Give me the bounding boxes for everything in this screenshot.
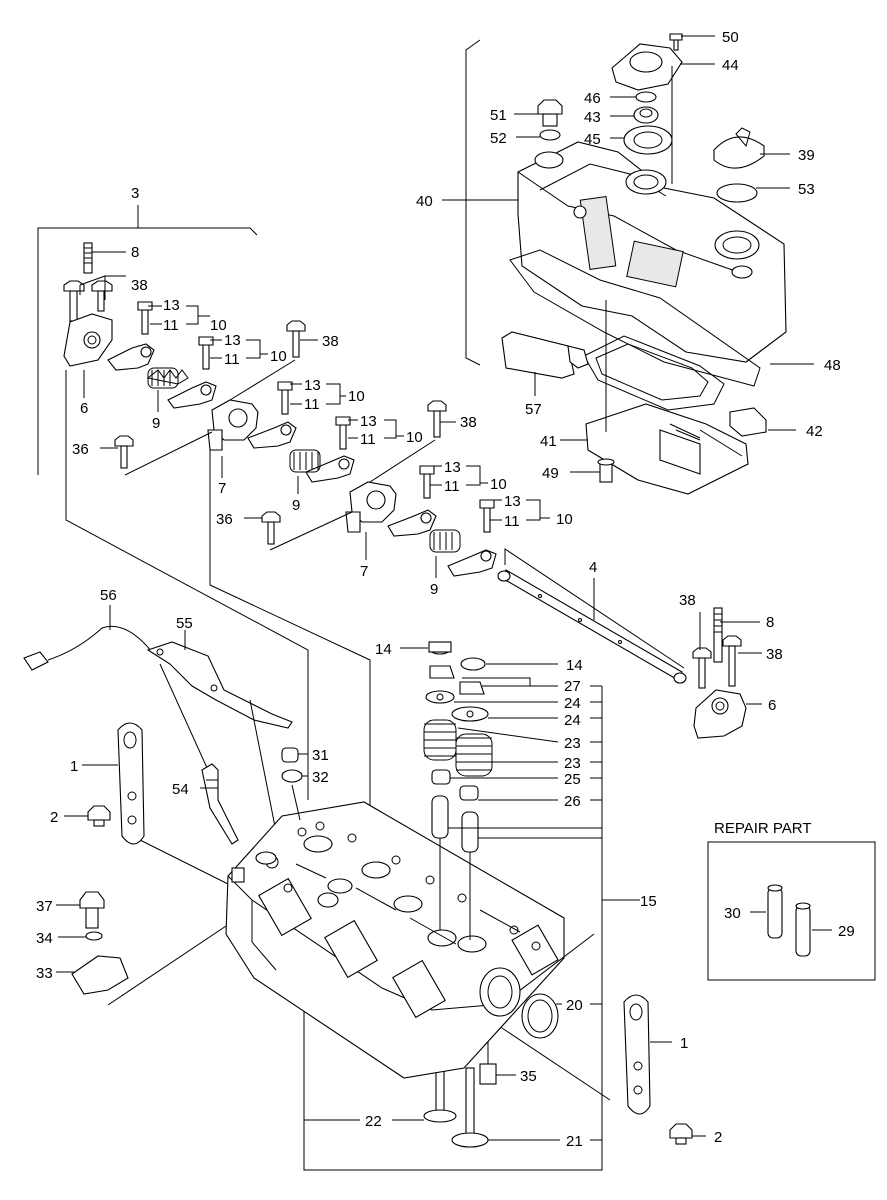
rocker-support-right bbox=[692, 607, 747, 739]
part-label-37: 37 bbox=[36, 898, 53, 915]
valve-cover-group bbox=[501, 33, 787, 495]
part-label-6: 6 bbox=[80, 400, 88, 417]
part-label-9: 9 bbox=[152, 415, 160, 432]
repair-part-panel: REPAIR PART bbox=[707, 820, 876, 981]
part-label-35: 35 bbox=[520, 1068, 537, 1085]
part-label-8: 8 bbox=[131, 244, 139, 261]
part-label-54: 54 bbox=[172, 781, 189, 798]
lifting-brackets bbox=[71, 722, 693, 1145]
part-label-49: 49 bbox=[542, 465, 559, 482]
part-label-13: 13 bbox=[444, 459, 461, 476]
part-label-39: 39 bbox=[798, 147, 815, 164]
part-label-14: 14 bbox=[375, 641, 392, 658]
part-label-7: 7 bbox=[218, 480, 226, 497]
part-label-40: 40 bbox=[416, 193, 433, 210]
part-label-13: 13 bbox=[224, 332, 241, 349]
part-label-9: 9 bbox=[292, 497, 300, 514]
part-label-11: 11 bbox=[224, 351, 240, 368]
part-label-36: 36 bbox=[216, 511, 233, 528]
part-label-11: 11 bbox=[504, 513, 520, 530]
part-label-24: 24 bbox=[564, 712, 581, 729]
part-label-10: 10 bbox=[210, 317, 227, 334]
rocker-springs bbox=[146, 367, 461, 553]
part-label-20: 20 bbox=[566, 997, 583, 1014]
part-label-30: 30 bbox=[724, 905, 741, 922]
part-label-27: 27 bbox=[564, 678, 581, 695]
part-label-26: 26 bbox=[564, 793, 581, 810]
part-label-1: 1 bbox=[680, 1035, 688, 1052]
part-label-34: 34 bbox=[36, 930, 53, 947]
part-label-10: 10 bbox=[406, 429, 423, 446]
part-label-50: 50 bbox=[722, 29, 739, 46]
part-label-25: 25 bbox=[564, 771, 581, 788]
part-label-21: 21 bbox=[566, 1133, 583, 1150]
glow-plug-wiring bbox=[23, 626, 293, 863]
part-label-38: 38 bbox=[131, 277, 148, 294]
part-label-10: 10 bbox=[348, 388, 365, 405]
cylinder-head bbox=[225, 801, 595, 1079]
repair-part-title: REPAIR PART bbox=[714, 820, 812, 837]
part-label-53: 53 bbox=[798, 181, 815, 198]
part-label-13: 13 bbox=[163, 297, 180, 314]
part-label-29: 29 bbox=[838, 923, 855, 940]
rocker-arm-assembly bbox=[63, 242, 747, 739]
part-label-38: 38 bbox=[679, 592, 696, 609]
part-label-24: 24 bbox=[564, 695, 581, 712]
part-label-42: 42 bbox=[806, 423, 823, 440]
part-label-14: 14 bbox=[566, 657, 583, 674]
part-label-45: 45 bbox=[584, 131, 601, 148]
part-label-13: 13 bbox=[304, 377, 321, 394]
part-label-4: 4 bbox=[589, 559, 597, 576]
part-label-13: 13 bbox=[360, 413, 377, 430]
part-label-23: 23 bbox=[564, 755, 581, 772]
part-label-10: 10 bbox=[270, 348, 287, 365]
part-label-33: 33 bbox=[36, 965, 53, 982]
part-label-10: 10 bbox=[556, 511, 573, 528]
part-label-22: 22 bbox=[365, 1113, 382, 1130]
part-label-8: 8 bbox=[766, 614, 774, 631]
part-label-43: 43 bbox=[584, 109, 601, 126]
part-label-32: 32 bbox=[312, 769, 329, 786]
rocker-arm bbox=[107, 343, 497, 577]
part-label-57: 57 bbox=[525, 401, 542, 418]
part-label-23: 23 bbox=[564, 735, 581, 752]
part-label-38: 38 bbox=[766, 646, 783, 663]
part-label-13: 13 bbox=[504, 493, 521, 510]
part-label-31: 31 bbox=[312, 747, 329, 764]
part-label-2: 2 bbox=[50, 809, 58, 826]
part-label-7: 7 bbox=[360, 563, 368, 580]
part-label-55: 55 bbox=[176, 615, 193, 632]
rocker-support bbox=[207, 399, 397, 533]
adjusting-screws bbox=[137, 301, 495, 533]
part-label-2: 2 bbox=[714, 1129, 722, 1146]
part-label-46: 46 bbox=[584, 90, 601, 107]
group-brackets bbox=[37, 39, 640, 1171]
rocker-shaft bbox=[497, 548, 687, 684]
part-label-48: 48 bbox=[824, 357, 841, 374]
part-label-11: 11 bbox=[360, 431, 376, 448]
part-label-10: 10 bbox=[490, 476, 507, 493]
part-label-11: 11 bbox=[444, 478, 460, 495]
part-label-3: 3 bbox=[131, 185, 139, 202]
part-label-51: 51 bbox=[490, 107, 507, 124]
valve-train bbox=[281, 641, 559, 1148]
part-label-56: 56 bbox=[100, 587, 117, 604]
part-label-11: 11 bbox=[163, 317, 179, 334]
leader-lines bbox=[56, 35, 814, 1141]
part-label-1: 1 bbox=[70, 758, 78, 775]
part-label-15: 15 bbox=[640, 893, 657, 910]
part-label-9: 9 bbox=[430, 581, 438, 598]
part-label-38: 38 bbox=[322, 333, 339, 350]
part-label-6: 6 bbox=[768, 697, 776, 714]
part-label-52: 52 bbox=[490, 130, 507, 147]
part-number-labels: 3 8 38 13 11 10 13 11 10 38 6 9 13 10 11… bbox=[36, 29, 855, 1150]
part-label-11: 11 bbox=[304, 396, 320, 413]
part-label-41: 41 bbox=[540, 433, 557, 450]
part-label-44: 44 bbox=[722, 57, 739, 74]
part-label-38: 38 bbox=[460, 414, 477, 431]
part-label-36: 36 bbox=[72, 441, 89, 458]
